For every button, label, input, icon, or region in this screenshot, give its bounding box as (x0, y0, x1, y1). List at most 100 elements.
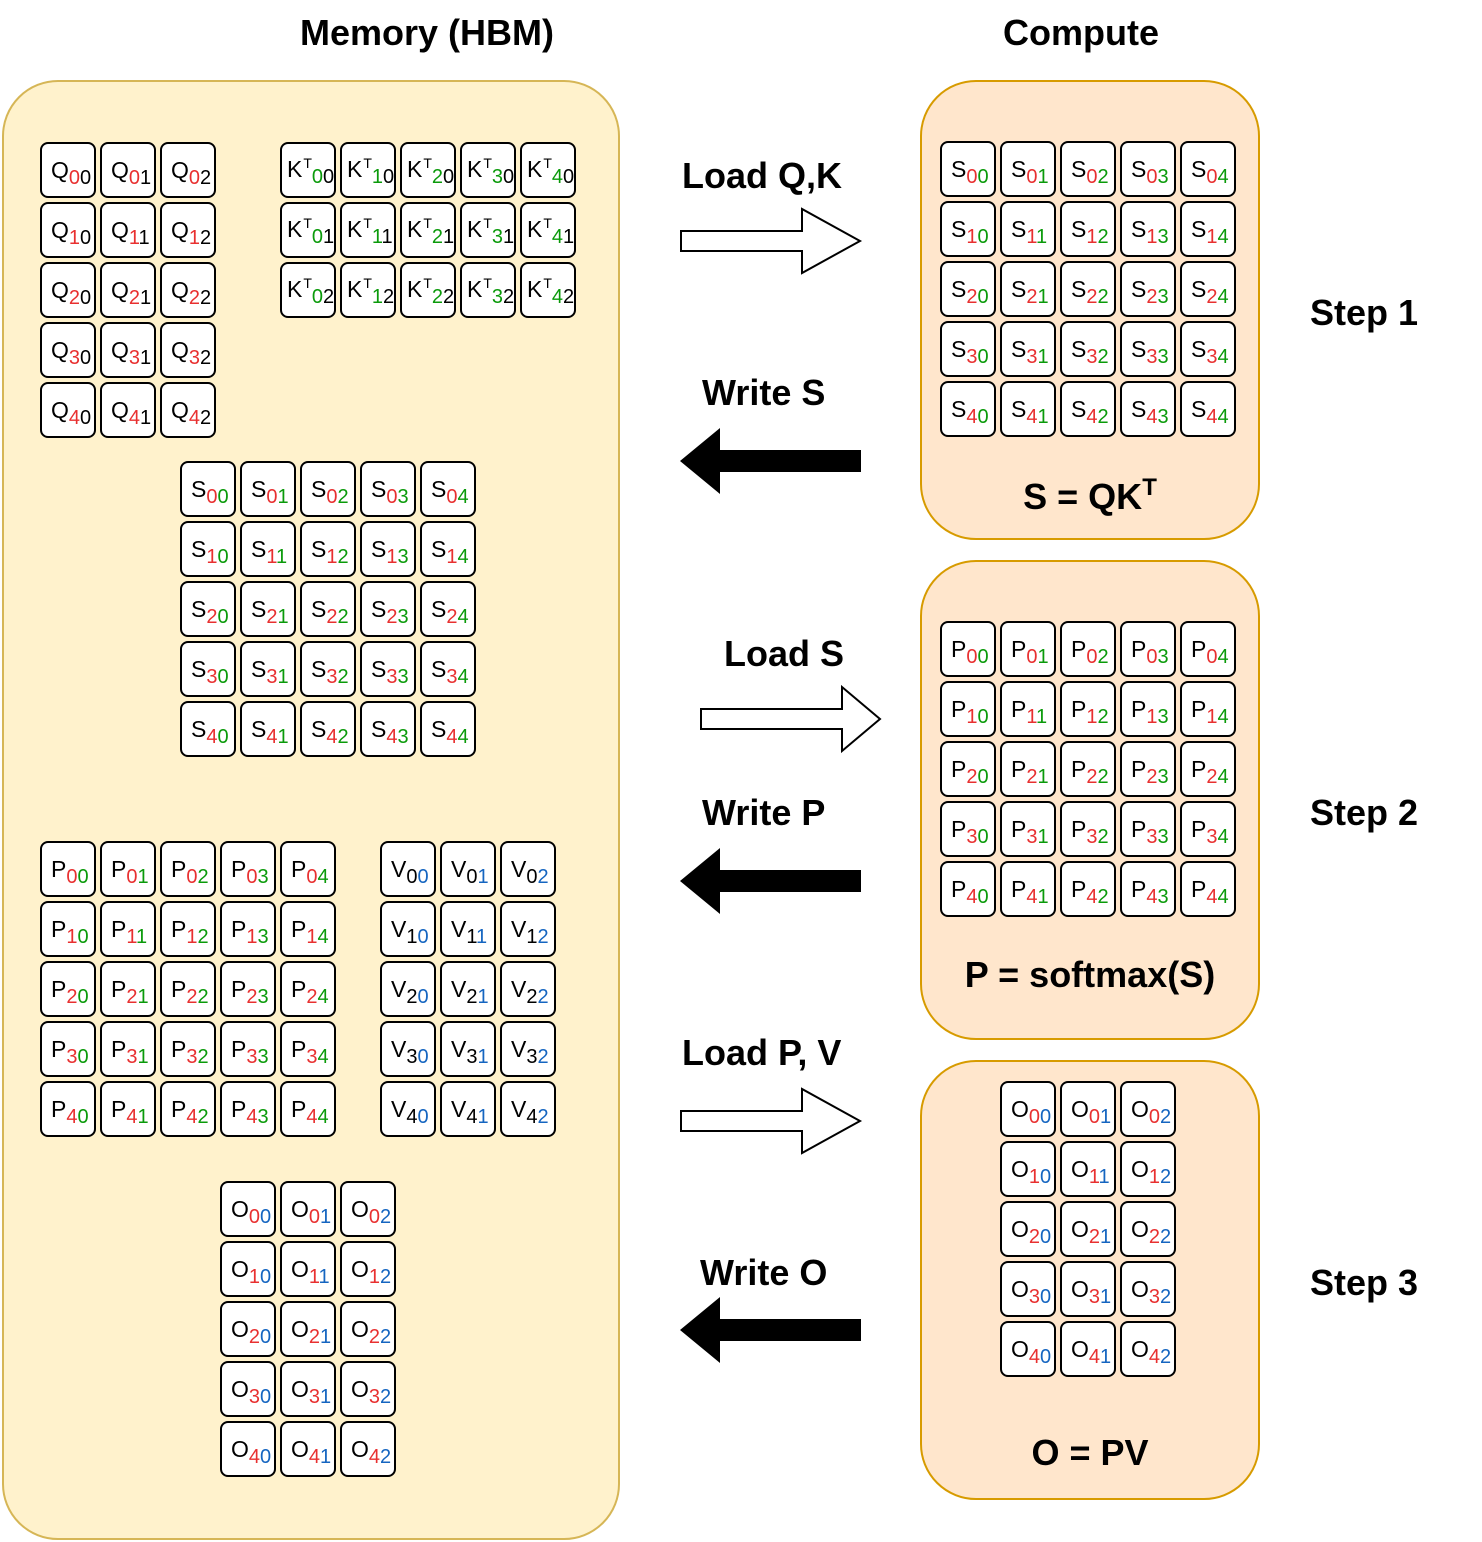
write-s-arrow-icon (680, 428, 861, 494)
matrix-cell-kt-41: KT41 (520, 202, 576, 258)
matrix-cell-o-02: O02 (340, 1181, 396, 1237)
compute-heading: Compute (1003, 12, 1159, 53)
memory-heading: Memory (HBM) (300, 12, 555, 53)
matrix-cell-p-43: P43 (1120, 861, 1176, 917)
matrix-cell-p-04: P04 (280, 841, 336, 897)
matrix-cell-o-42: O42 (340, 1421, 396, 1477)
matrix-cell-p-04: P04 (1180, 621, 1236, 677)
matrix-cell-kt-01: KT01 (280, 202, 336, 258)
label-load-qk: Load Q,K (682, 155, 842, 196)
matrix-cell-v-40: V40 (380, 1081, 436, 1137)
matrix-cell-v-42: V42 (500, 1081, 556, 1137)
matrix-cell-p-31: P31 (100, 1021, 156, 1077)
matrix-cell-p-24: P24 (1180, 741, 1236, 797)
matrix-cell-s-41: S41 (1000, 381, 1056, 437)
matrix-cell-p-42: P42 (1060, 861, 1116, 917)
matrix-cell-p-10: P10 (40, 901, 96, 957)
matrix-cell-p-11: P11 (1000, 681, 1056, 737)
matrix-cell-s-12: S12 (300, 521, 356, 577)
matrix-cell-q-40: Q40 (40, 382, 96, 438)
matrix-cell-o-10: O10 (1000, 1141, 1056, 1197)
matrix-cell-p-02: P02 (1060, 621, 1116, 677)
matrix-cell-kt-32: KT32 (460, 262, 516, 318)
matrix-cell-p-11: P11 (100, 901, 156, 957)
matrix-cell-p-30: P30 (940, 801, 996, 857)
matrix-cell-kt-11: KT11 (340, 202, 396, 258)
matrix-cell-s-21: S21 (1000, 261, 1056, 317)
matrix-cell-s-22: S22 (300, 581, 356, 637)
matrix-cell-s-30: S30 (180, 641, 236, 697)
matrix-cell-p-20: P20 (40, 961, 96, 1017)
matrix-cell-p-43: P43 (220, 1081, 276, 1137)
matrix-cell-p-42: P42 (160, 1081, 216, 1137)
matrix-cell-v-11: V11 (440, 901, 496, 957)
matrix-cell-s-10: S10 (940, 201, 996, 257)
matrix-cell-p-41: P41 (100, 1081, 156, 1137)
matrix-cell-s-23: S23 (1120, 261, 1176, 317)
matrix-cell-p-22: P22 (1060, 741, 1116, 797)
load-s-arrow-icon (700, 684, 882, 754)
matrix-cell-p-12: P12 (160, 901, 216, 957)
matrix-cell-s-42: S42 (300, 701, 356, 757)
matrix-cell-v-41: V41 (440, 1081, 496, 1137)
matrix-cell-o-30: O30 (1000, 1261, 1056, 1317)
matrix-cell-v-30: V30 (380, 1021, 436, 1077)
matrix-cell-o-01: O01 (1060, 1081, 1116, 1137)
matrix-cell-p-30: P30 (40, 1021, 96, 1077)
matrix-cell-o-32: O32 (340, 1361, 396, 1417)
matrix-cell-kt-30: KT30 (460, 142, 516, 198)
matrix-cell-s-13: S13 (360, 521, 416, 577)
matrix-cell-o-11: O11 (280, 1241, 336, 1297)
matrix-cell-s-13: S13 (1120, 201, 1176, 257)
matrix-cell-s-32: S32 (300, 641, 356, 697)
matrix-cell-o-01: O01 (280, 1181, 336, 1237)
matrix-cell-s-24: S24 (1180, 261, 1236, 317)
matrix-cell-p-40: P40 (940, 861, 996, 917)
matrix-cell-q-20: Q20 (40, 262, 96, 318)
matrix-cell-p-12: P12 (1060, 681, 1116, 737)
label-write-o: Write O (700, 1252, 828, 1293)
matrix-cell-s-00: S00 (940, 141, 996, 197)
matrix-cell-s-02: S02 (300, 461, 356, 517)
matrix-cell-p-44: P44 (1180, 861, 1236, 917)
matrix-cell-p-14: P14 (1180, 681, 1236, 737)
matrix-cell-s-02: S02 (1060, 141, 1116, 197)
matrix-cell-o-21: O21 (1060, 1201, 1116, 1257)
matrix-cell-s-21: S21 (240, 581, 296, 637)
matrix-cell-p-23: P23 (220, 961, 276, 1017)
matrix-cell-s-33: S33 (1120, 321, 1176, 377)
matrix-cell-o-02: O02 (1120, 1081, 1176, 1137)
matrix-cell-q-41: Q41 (100, 382, 156, 438)
matrix-cell-q-32: Q32 (160, 322, 216, 378)
matrix-cell-p-32: P32 (1060, 801, 1116, 857)
matrix-cell-s-11: S11 (1000, 201, 1056, 257)
matrix-cell-s-31: S31 (1000, 321, 1056, 377)
matrix-cell-p-03: P03 (1120, 621, 1176, 677)
matrix-cell-v-22: V22 (500, 961, 556, 1017)
matrix-cell-s-31: S31 (240, 641, 296, 697)
matrix-cell-s-10: S10 (180, 521, 236, 577)
matrix-cell-o-31: O31 (1060, 1261, 1116, 1317)
matrix-cell-s-34: S34 (1180, 321, 1236, 377)
matrix-cell-p-14: P14 (280, 901, 336, 957)
matrix-cell-o-41: O41 (280, 1421, 336, 1477)
matrix-cell-o-22: O22 (1120, 1201, 1176, 1257)
matrix-cell-v-01: V01 (440, 841, 496, 897)
matrix-cell-s-40: S40 (940, 381, 996, 437)
formula-o-equals-pv: O = PV (1031, 1432, 1149, 1473)
matrix-cell-kt-00: KT00 (280, 142, 336, 198)
matrix-cell-p-20: P20 (940, 741, 996, 797)
matrix-cell-v-32: V32 (500, 1021, 556, 1077)
label-load-pv: Load P, V (682, 1032, 842, 1073)
matrix-cell-o-32: O32 (1120, 1261, 1176, 1317)
matrix-cell-v-10: V10 (380, 901, 436, 957)
matrix-cell-p-13: P13 (220, 901, 276, 957)
matrix-cell-q-10: Q10 (40, 202, 96, 258)
matrix-cell-s-12: S12 (1060, 201, 1116, 257)
matrix-cell-s-41: S41 (240, 701, 296, 757)
matrix-cell-v-31: V31 (440, 1021, 496, 1077)
